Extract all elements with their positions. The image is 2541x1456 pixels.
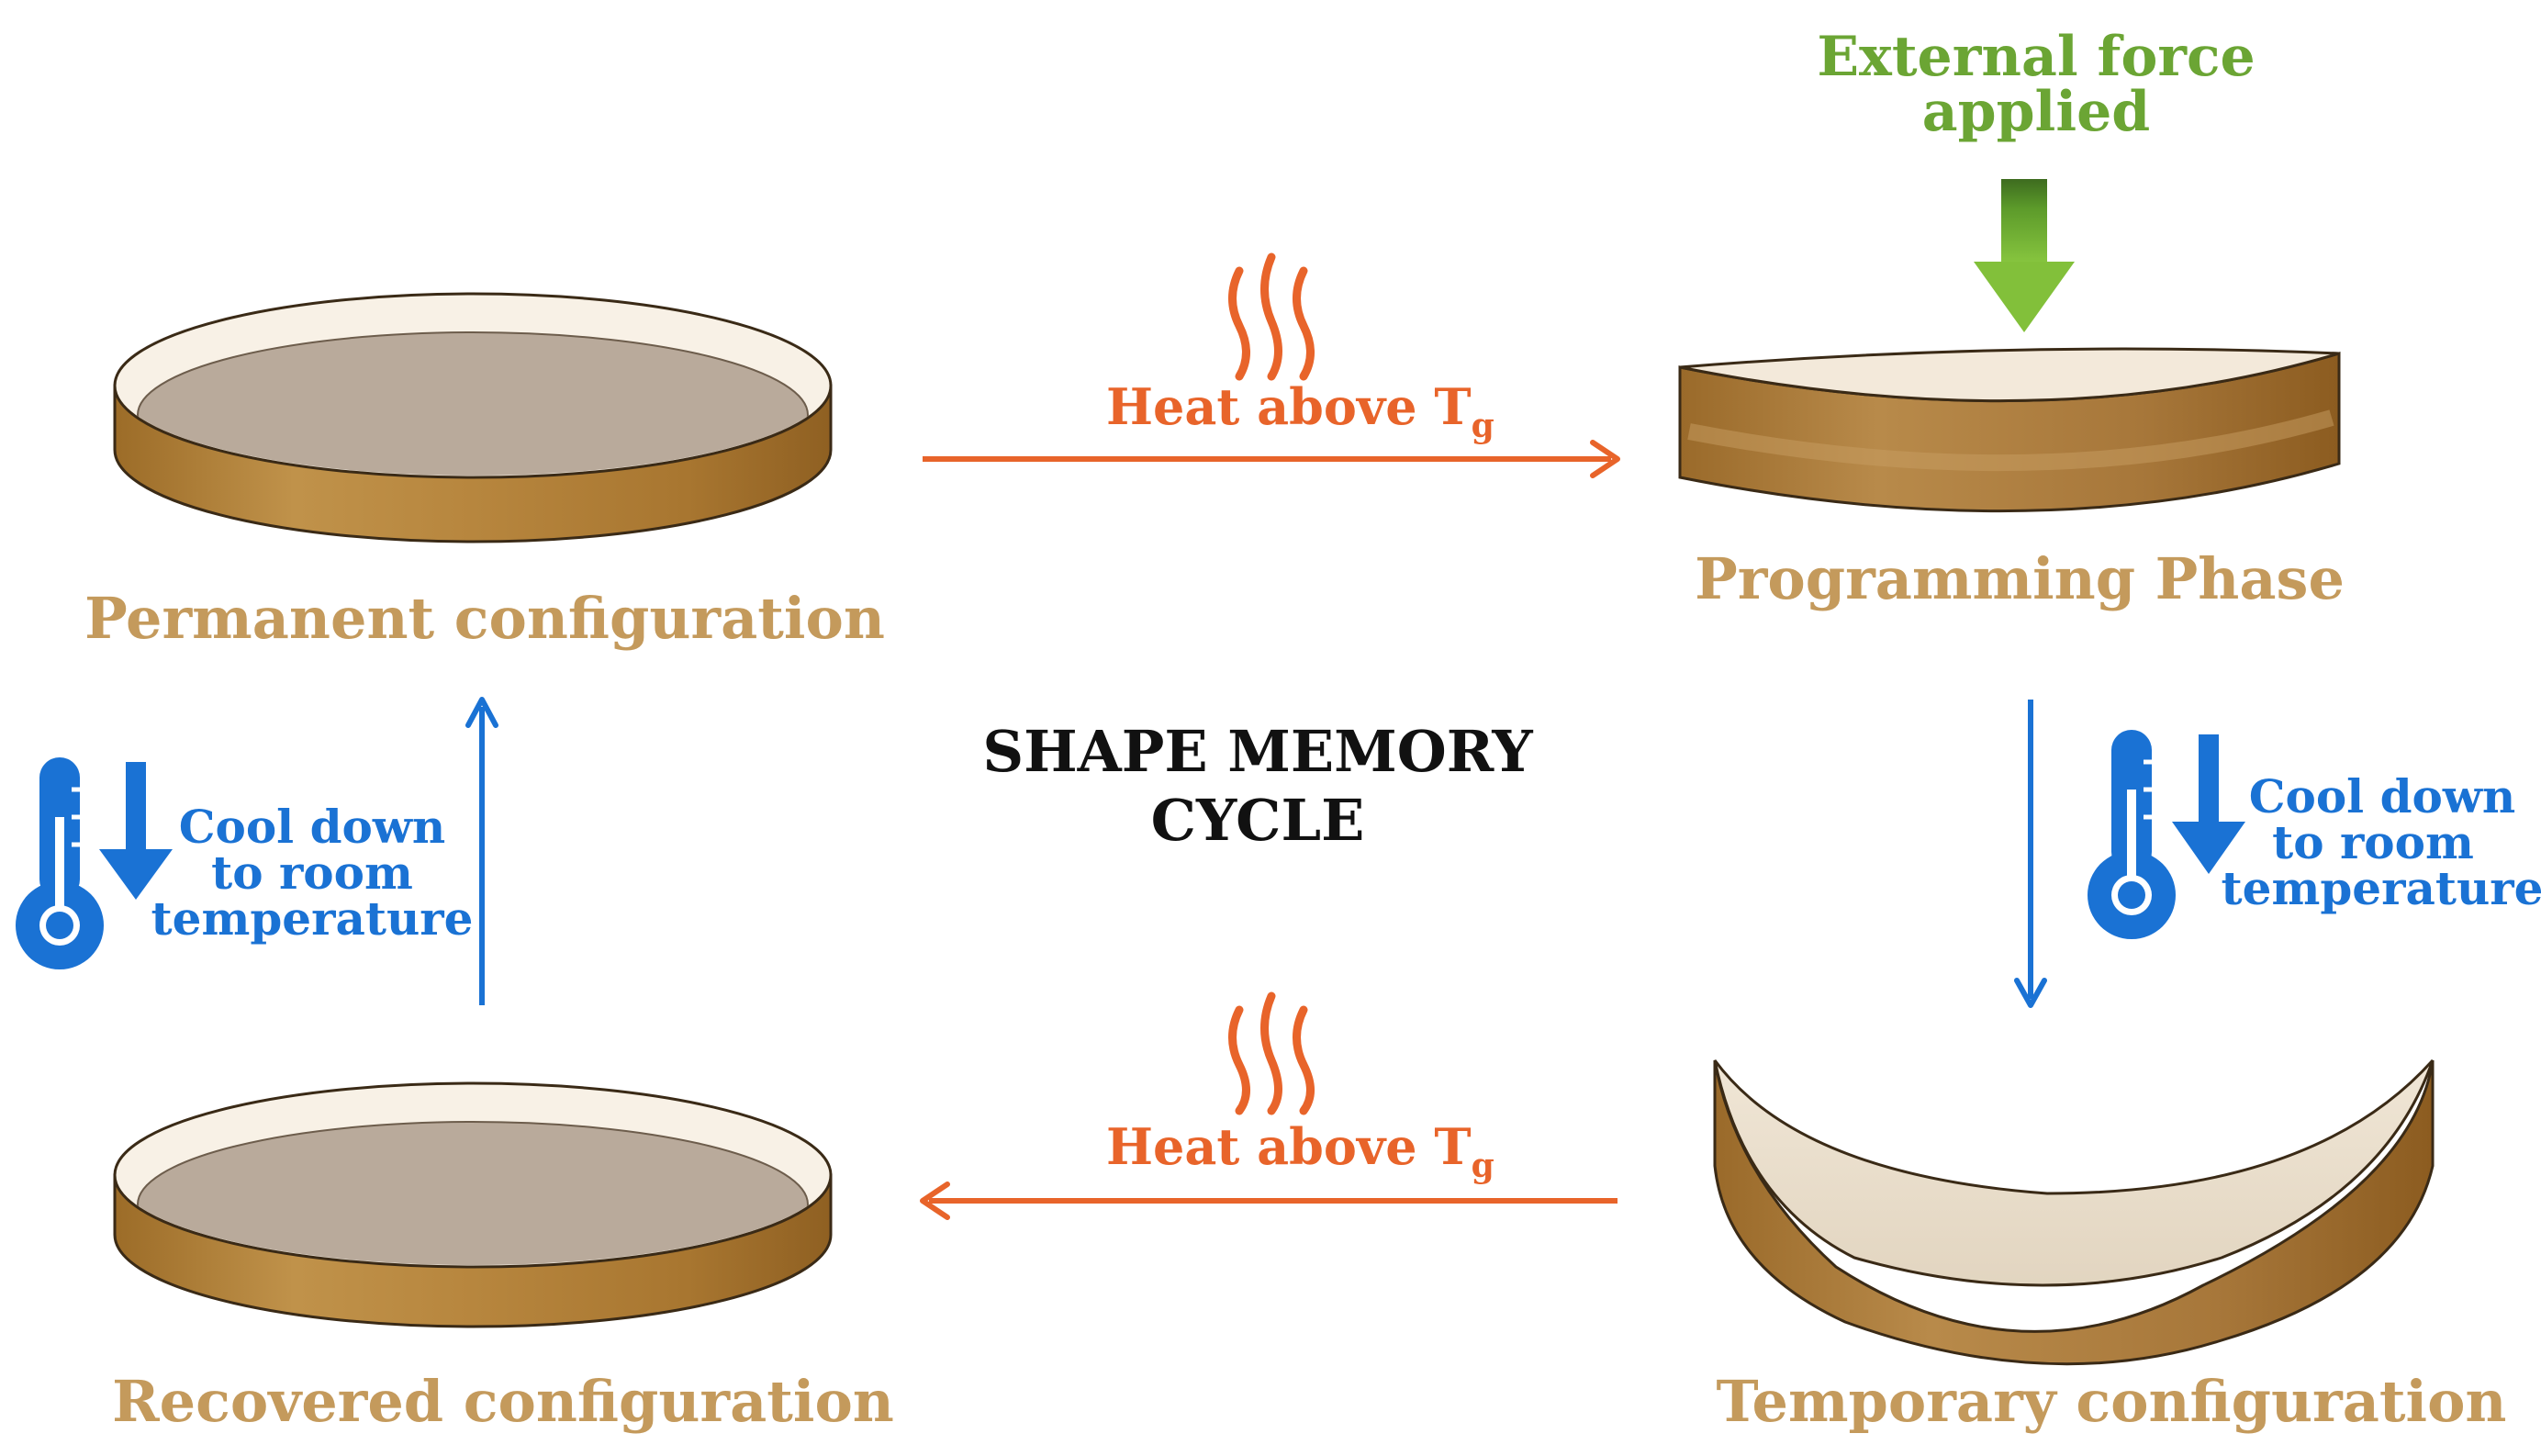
cycle-title-line1: SHAPE MEMORY: [982, 718, 1533, 785]
programming-phase-shape: [1678, 347, 2341, 513]
heat-bottom-subscript: g: [1472, 1147, 1494, 1185]
thermometer-icon: [16, 757, 104, 969]
cool-arrow-down: [2014, 700, 2047, 1008]
recovered-disk: [113, 1081, 833, 1328]
cool-left-line3: temperature: [151, 891, 474, 946]
external-force-label-line1: External force: [1817, 25, 2255, 89]
permanent-disk: [113, 292, 833, 543]
recovered-configuration-label: Recovered configuration: [112, 1368, 894, 1435]
external-force-label-line2: applied: [1922, 80, 2151, 144]
cool-left-line2: to room: [211, 846, 413, 900]
heat-waves-icon: [1228, 252, 1315, 381]
heat-above-tg-top: Heat above Tg: [1106, 377, 1494, 445]
down-arrow-icon: [99, 762, 173, 900]
cycle-title-line2: CYCLE: [1151, 787, 1365, 854]
thermometer-icon: [2088, 730, 2176, 939]
permanent-configuration-label: Permanent configuration: [84, 585, 885, 652]
heat-above-tg-bottom: Heat above Tg: [1106, 1117, 1494, 1185]
temporary-configuration-shape: [1713, 1058, 2435, 1366]
cool-right-line2: to room: [2272, 815, 2474, 869]
cool-arrow-up: [465, 697, 498, 1005]
heat-arrow-right: [923, 440, 1620, 478]
cool-left-line1: Cool down: [179, 800, 446, 854]
heat-top-subscript: g: [1472, 407, 1494, 445]
cool-right-line1: Cool down: [2249, 769, 2516, 823]
force-arrow-icon: [1974, 179, 2075, 332]
temporary-configuration-label: Temporary configuration: [1716, 1368, 2506, 1435]
programming-phase-label: Programming Phase: [1695, 545, 2345, 612]
heat-arrow-left: [920, 1182, 1618, 1220]
down-arrow-icon: [2172, 734, 2245, 874]
cool-right-line3: temperature: [2222, 861, 2541, 915]
heat-waves-icon: [1228, 991, 1315, 1115]
